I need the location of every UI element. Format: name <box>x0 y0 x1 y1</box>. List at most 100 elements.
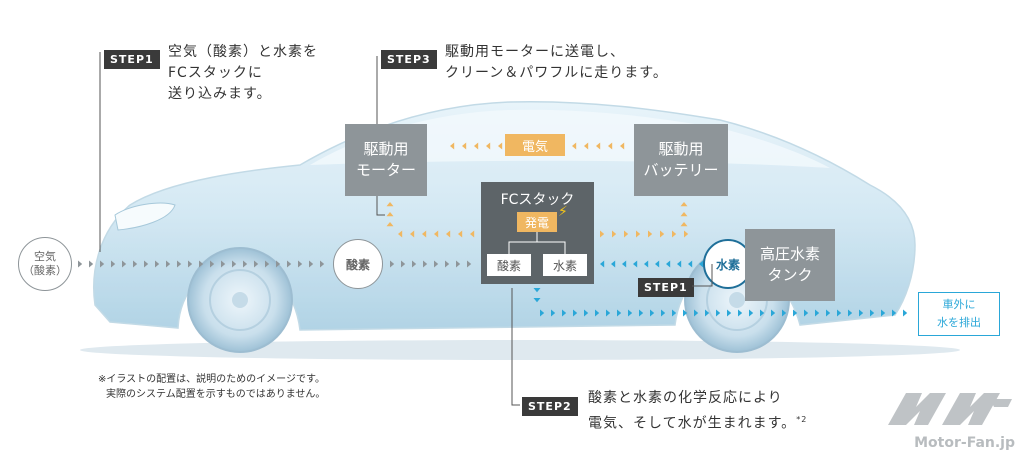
electricity-flow-arrow <box>596 142 601 150</box>
air-flow-arrow <box>177 260 182 268</box>
step2-footnote-ref: *2 <box>796 415 808 424</box>
air-label: 空気 <box>34 250 56 263</box>
power-to-motor-arrow <box>410 230 415 238</box>
air-flow-arrow <box>188 260 193 268</box>
step3-description: 駆動用モーターに送電し、 クリーン＆パワフルに走ります。 <box>445 42 668 84</box>
motor-fan-logo <box>888 393 1012 425</box>
power-to-battery-arrow <box>672 230 677 238</box>
step1-line1: 空気（酸素）と水素を <box>168 44 318 60</box>
water-flow-arrow <box>804 309 809 317</box>
power-to-motor-arrow <box>398 230 403 238</box>
motor-line2: モーター <box>355 161 416 179</box>
water-flow-arrow <box>584 309 589 317</box>
water-flow-arrow <box>683 309 688 317</box>
step2-line2-wrap: 電気、そして水が生まれます。*2 <box>588 409 807 435</box>
power-to-battery-arrow <box>684 230 689 238</box>
water-flow-arrow <box>727 309 732 317</box>
hydrogen-flow-arrow <box>688 260 693 268</box>
hydrogen-flow-arrow <box>699 260 704 268</box>
water-flow-arrow <box>705 309 710 317</box>
step1-tag: STEP1 <box>104 50 160 69</box>
hydrogen-flow-arrow <box>677 260 682 268</box>
air-flow-arrow <box>210 260 215 268</box>
power-to-motor-arrow <box>458 230 463 238</box>
water-discharge-box: 車外に 水を排出 <box>918 292 1000 336</box>
water-flow-arrow <box>782 309 787 317</box>
step1-description: 空気（酸素）と水素を FCスタックに 送り込みます。 <box>168 42 318 105</box>
power-to-battery-arrow <box>624 230 629 238</box>
air-flow-arrow <box>133 260 138 268</box>
electricity-flow-arrow <box>474 142 479 150</box>
motor-fan-watermark: Motor-Fan.jp <box>880 385 1015 460</box>
air-flow-arrow <box>100 260 105 268</box>
electricity-flow-arrow <box>572 142 577 150</box>
electricity-flow-arrow <box>486 142 491 150</box>
oxygen-flow-arrow <box>456 260 461 268</box>
air-flow-arrow <box>155 260 160 268</box>
footnote-line1: ※イラストの配置は、説明のためのイメージです。 <box>98 374 325 385</box>
water-flow-arrow <box>837 309 842 317</box>
air-flow-arrow <box>166 260 171 268</box>
water-down-arrow <box>533 298 541 303</box>
drive-battery-box: 駆動用 バッテリー <box>634 124 728 196</box>
electricity-flow-arrow <box>584 142 589 150</box>
power-to-battery-arrow <box>660 230 665 238</box>
air-flow-arrow <box>287 260 292 268</box>
air-oxygen-circle: 空気 （酸素） <box>18 237 72 291</box>
air-flow-arrow <box>243 260 248 268</box>
hydrogen-flow-arrow <box>611 260 616 268</box>
fc-stack-title: FCスタック <box>500 192 575 208</box>
motor-line1: 駆動用 <box>363 140 409 158</box>
hydrogen-flow-arrow <box>600 260 605 268</box>
power-up-arrow <box>386 202 394 207</box>
power-up-arrow <box>386 212 394 217</box>
hydrogen-circle: 水素 <box>703 239 753 289</box>
step2-line1: 酸素と水素の化学反応により <box>588 390 783 406</box>
step1-line3: 送り込みます。 <box>168 86 272 102</box>
hydrogen-flow-arrow <box>666 260 671 268</box>
water-flow-arrow <box>595 309 600 317</box>
hydrogen-flow-arrow <box>633 260 638 268</box>
air-flow-arrow <box>265 260 270 268</box>
water-flow-arrow <box>650 309 655 317</box>
water-down-arrow <box>533 288 541 293</box>
oxygen-flow-arrow <box>423 260 428 268</box>
water-line1: 車外に <box>942 298 976 311</box>
oxygen-circle: 酸素 <box>333 239 383 289</box>
tank-line2: タンク <box>767 266 813 284</box>
oxygen-flow-arrow <box>445 260 450 268</box>
oxygen-paren-label: （酸素） <box>23 264 67 277</box>
air-flow-arrow <box>232 260 237 268</box>
battery-line1: 駆動用 <box>658 140 704 158</box>
step2-tag: STEP2 <box>522 397 578 416</box>
water-line2: 水を排出 <box>937 316 981 329</box>
water-flow-arrow <box>892 309 897 317</box>
electricity-flow-arrow <box>450 142 455 150</box>
water-flow-arrow <box>540 309 545 317</box>
oxygen-flow-arrow <box>390 260 395 268</box>
water-flow-arrow <box>793 309 798 317</box>
water-flow-arrow <box>848 309 853 317</box>
tank-line1: 高圧水素 <box>759 245 820 263</box>
power-to-battery-arrow <box>648 230 653 238</box>
step1-mid-leader <box>692 264 713 287</box>
fc-oxygen-cell: 酸素 <box>487 254 531 276</box>
water-flow-arrow <box>551 309 556 317</box>
electricity-flow-arrow <box>462 142 467 150</box>
illustration-footnote: ※イラストの配置は、説明のためのイメージです。 実際のシステム配置を示すものでは… <box>98 372 325 402</box>
fc-stack-box: FCスタック 発電 ⚡ 酸素 水素 <box>481 182 594 284</box>
electricity-flow-arrow <box>608 142 613 150</box>
step1-line2: FCスタックに <box>168 65 263 81</box>
electricity-label: 電気 <box>505 134 565 156</box>
watermark-text: Motor-Fan.jp <box>914 435 1015 451</box>
air-flow-arrow <box>78 260 83 268</box>
power-up-arrow <box>680 222 688 227</box>
water-flow-arrow <box>815 309 820 317</box>
power-to-motor-arrow <box>422 230 427 238</box>
water-flow-arrow <box>826 309 831 317</box>
hydrogen-flow-arrow <box>655 260 660 268</box>
water-flow-arrow <box>672 309 677 317</box>
air-flow-arrow <box>144 260 149 268</box>
water-flow-arrow <box>716 309 721 317</box>
